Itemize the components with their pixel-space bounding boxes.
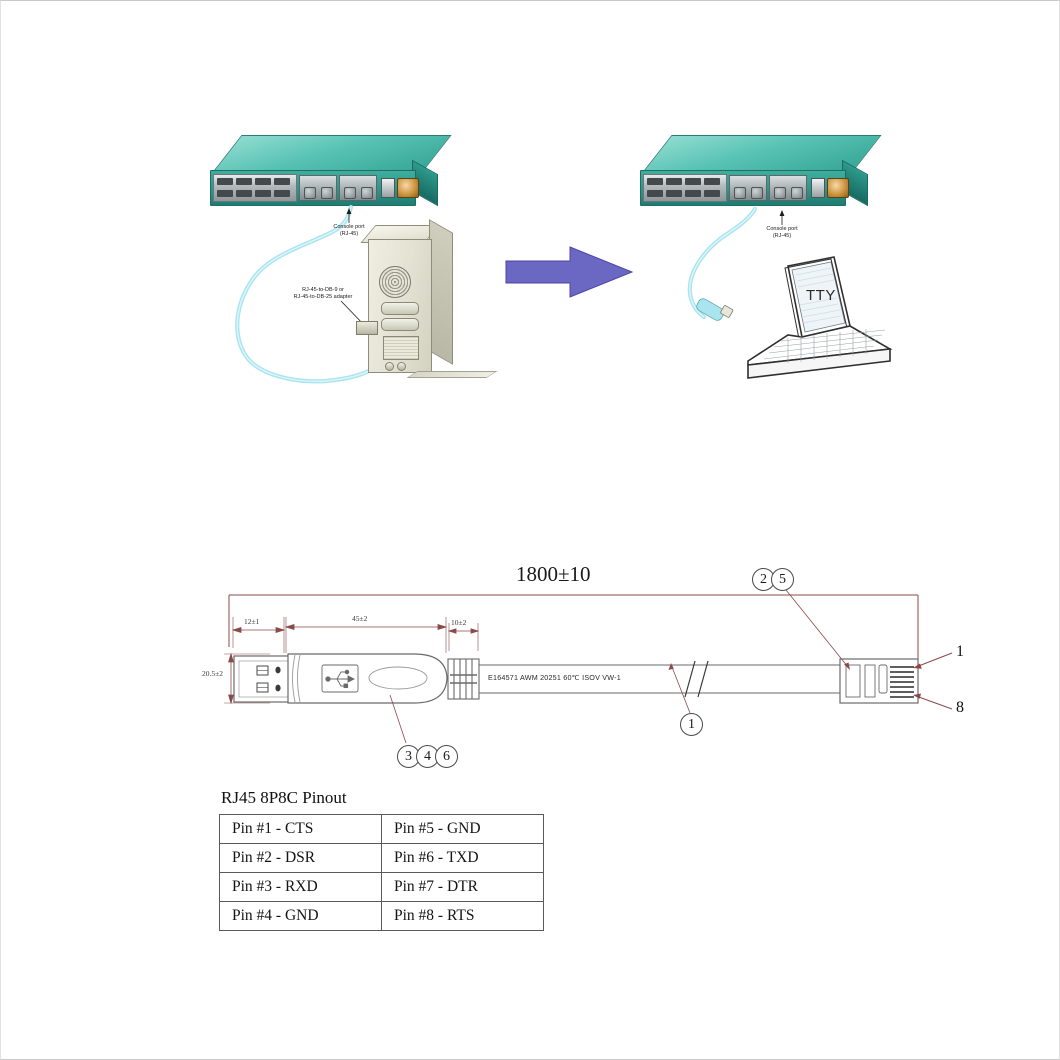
pinout-cell-4: Pin #4 - GND [219, 901, 382, 931]
power-switch[interactable] [381, 178, 395, 198]
adapter-label: RJ-45-to-DB-9 or RJ-45-to-DB-25 adapter [293, 287, 353, 300]
dim-plug-height-label: 20.5±2 [202, 669, 223, 678]
leader-rj45 [781, 584, 849, 668]
pinout-cell-5: Pin #5 - GND [381, 814, 544, 844]
callout-6: 6 [435, 745, 458, 768]
usb-logo-icon [321, 664, 359, 693]
console-port-label-right: Console port (RJ-45) [766, 226, 798, 239]
rj45-db9-adapter [356, 321, 378, 335]
pinout-cell-3: Pin #3 - RXD [219, 872, 382, 902]
switch-port-bay [213, 174, 297, 202]
pc-front-panel [368, 239, 432, 373]
pinout-cell-6: Pin #6 - TXD [381, 843, 544, 873]
pin8-indicator [913, 693, 953, 710]
transition-arrow [505, 246, 634, 298]
strain-relief [447, 658, 480, 700]
dim-plug-height [224, 652, 270, 705]
pinout-cell-1: Pin #1 - CTS [219, 814, 382, 844]
dim-strain-relief-length-label: 10±2 [451, 618, 467, 627]
pc-power-button[interactable] [385, 362, 394, 371]
cable-body [479, 664, 840, 694]
pc-reset-button[interactable] [397, 362, 406, 371]
console-cable-left [235, 204, 379, 384]
switch-front-panel [210, 170, 419, 206]
table-row: Pin #4 - GND Pin #8 - RTS [219, 901, 544, 931]
pin1-indicator [913, 652, 953, 669]
pinout-title: RJ45 8P8C Pinout [221, 788, 347, 807]
rj45-pin8-label: 8 [956, 699, 964, 716]
rj45-gold-pins [890, 666, 914, 698]
dim-strain-relief-length [447, 623, 480, 651]
console-connection-desktop-scene: Console port (RJ-45) RJ-45-to-DB-9 or RJ… [208, 135, 508, 410]
cable-printed-marking: E164571 AWM 20251 60℃ ISOV VW-1 [488, 673, 621, 682]
dim-usb-plug-length [231, 617, 286, 653]
usb-a-plug [233, 655, 291, 703]
dim-usb-plug-length-label: 12±1 [244, 617, 260, 626]
pc-fan-grille [379, 266, 411, 298]
pinout-cell-2: Pin #2 - DSR [219, 843, 382, 873]
table-row: Pin #1 - CTS Pin #5 - GND [219, 814, 544, 844]
switch-port-bay [643, 174, 727, 202]
rj45-pinout-section: RJ45 8P8C Pinout Pin #1 - CTS Pin #5 - G… [219, 788, 544, 931]
power-switch[interactable] [811, 178, 825, 198]
housing-oval-detail [368, 666, 428, 690]
switch-module-2 [769, 175, 807, 201]
callout-1: 1 [680, 713, 703, 736]
table-row: Pin #3 - RXD Pin #7 - DTR [219, 872, 544, 902]
console-cable-right [687, 206, 785, 321]
cable-engineering-drawing: 1800±10 12±1 45±2 10±2 20.5±2 E164571 AW… [200, 555, 964, 805]
pinout-cell-8: Pin #8 - RTS [381, 901, 544, 931]
switch-front-panel [640, 170, 849, 206]
rj45-connector [839, 658, 919, 704]
pc-stand [406, 371, 498, 378]
table-row: Pin #2 - DSR Pin #6 - TXD [219, 843, 544, 873]
pc-floppy-drive [381, 318, 419, 331]
cable-break-marks [684, 660, 709, 698]
leader-cable [671, 666, 691, 714]
switch-module-1 [729, 175, 767, 201]
pinout-table: Pin #1 - CTS Pin #5 - GND Pin #2 - DSR P… [219, 814, 544, 931]
callout-5: 5 [771, 568, 794, 591]
switch-module-2 [339, 175, 377, 201]
rj45-pin1-label: 1 [956, 643, 964, 660]
usb-contacts [256, 665, 281, 693]
console-port-rj45 [344, 187, 356, 199]
pc-optical-drive [381, 302, 419, 315]
usb-serial-adapter [696, 298, 734, 321]
leader-usb-housing [389, 694, 407, 744]
dim-overmold-length [284, 617, 448, 653]
usb-overmold-housing [287, 653, 448, 704]
pinout-cell-7: Pin #7 - DTR [381, 872, 544, 902]
console-connection-laptop-scene: Console port (RJ-45) [638, 135, 938, 400]
console-port-label-left: Console port (RJ-45) [333, 224, 365, 237]
dim-total-length-label: 1800±10 [516, 562, 591, 586]
pc-vent [383, 336, 419, 360]
console-port-rj45 [774, 187, 786, 199]
power-socket [397, 178, 419, 198]
switch-module-1 [299, 175, 337, 201]
pc-side-panel [429, 219, 453, 365]
laptop-screen-text: TTY [806, 287, 836, 304]
power-socket [827, 178, 849, 198]
dim-overmold-length-label: 45±2 [352, 614, 368, 623]
